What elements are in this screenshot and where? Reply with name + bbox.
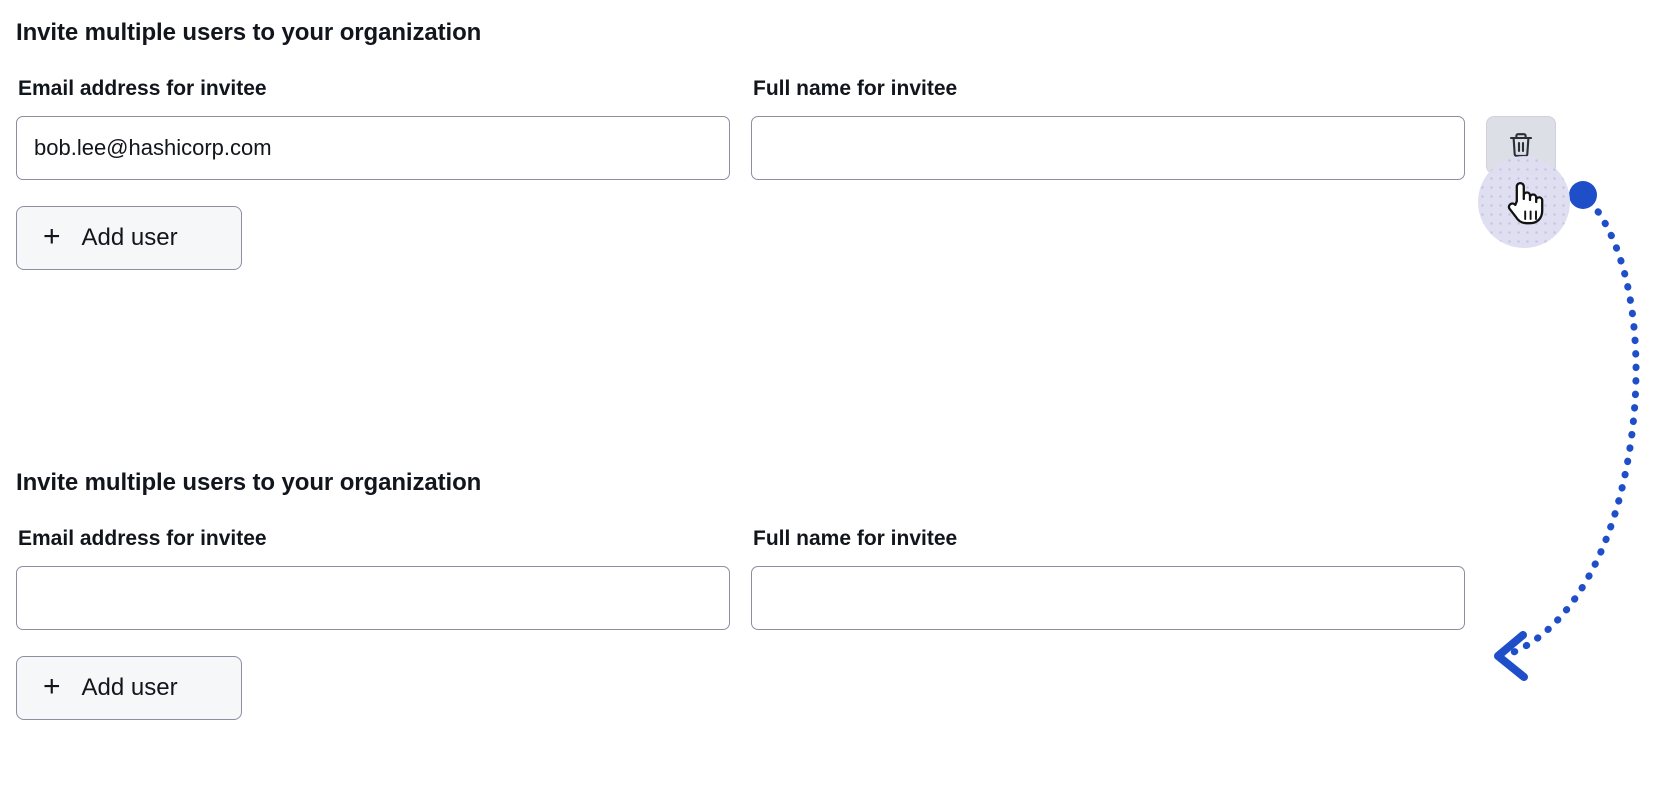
fullname-field-label-2: Full name for invitee bbox=[753, 527, 958, 550]
invite-section-2: Invite multiple users to your organizati… bbox=[16, 466, 1465, 720]
add-user-button-label-2: Add user bbox=[81, 674, 178, 701]
invite-row-2: Email address for invitee Full name for … bbox=[16, 526, 1465, 630]
email-input-2[interactable] bbox=[16, 566, 730, 630]
email-field-group-2: Email address for invitee bbox=[16, 526, 730, 630]
add-user-button[interactable]: + Add user bbox=[16, 206, 242, 270]
add-user-button-2[interactable]: + Add user bbox=[16, 656, 242, 720]
invite-section-1: Invite multiple users to your organizati… bbox=[16, 16, 1556, 270]
plus-icon-2: + bbox=[43, 670, 61, 703]
fullname-field-group: Full name for invitee bbox=[751, 76, 1465, 180]
page-title-2: Invite multiple users to your organizati… bbox=[16, 469, 482, 496]
email-field-label: Email address for invitee bbox=[18, 77, 267, 100]
page-title: Invite multiple users to your organizati… bbox=[16, 19, 482, 46]
annotation-start-dot bbox=[1569, 181, 1597, 209]
invite-row-1: Email address for invitee Full name for … bbox=[16, 76, 1556, 180]
email-field-label-2: Email address for invitee bbox=[18, 527, 267, 550]
email-input[interactable] bbox=[16, 116, 730, 180]
plus-icon: + bbox=[43, 220, 61, 253]
fullname-input-2[interactable] bbox=[751, 566, 1465, 630]
add-user-button-label: Add user bbox=[81, 224, 178, 251]
email-field-group: Email address for invitee bbox=[16, 76, 730, 180]
fullname-field-label: Full name for invitee bbox=[753, 77, 958, 100]
trash-icon bbox=[1508, 131, 1534, 159]
fullname-input[interactable] bbox=[751, 116, 1465, 180]
arrowhead-icon bbox=[1494, 631, 1528, 681]
fullname-field-group-2: Full name for invitee bbox=[751, 526, 1465, 630]
delete-user-button[interactable] bbox=[1486, 116, 1556, 174]
